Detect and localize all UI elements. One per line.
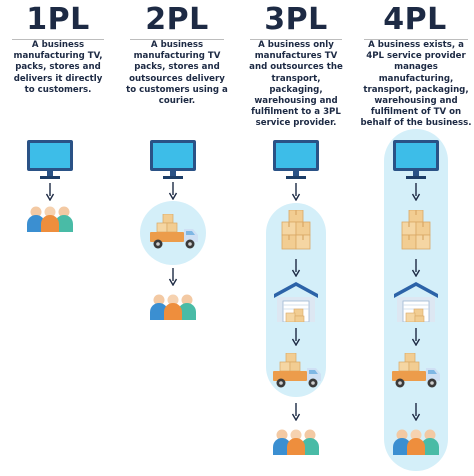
customers-icon: [26, 205, 74, 233]
tv-icon: [393, 140, 439, 180]
arrow-down-icon: [411, 183, 421, 201]
tv-icon: [27, 140, 73, 180]
divider: [250, 39, 342, 40]
warehouse-icon: [394, 282, 438, 322]
warehouse-icon: [274, 282, 318, 322]
delivery-truck-icon: [390, 353, 442, 389]
column-3pl: 3PL A business only manufactures TV and …: [238, 0, 354, 476]
column-title: 2PL: [145, 2, 209, 37]
column-description: A business only manufactures TV and outs…: [249, 40, 343, 129]
arrow-down-icon: [45, 183, 55, 201]
boxes-icon: [400, 210, 432, 250]
delivery-truck-icon: [148, 214, 200, 250]
customers-icon: [149, 293, 197, 321]
arrow-down-icon: [168, 182, 178, 200]
column-description: A business exists, a 4PL service provide…: [360, 40, 472, 129]
column-2pl: 2PL A business manufacturing TV packs, s…: [118, 0, 236, 476]
arrow-down-icon: [411, 328, 421, 346]
column-title: 4PL: [383, 2, 447, 37]
divider: [130, 39, 224, 40]
arrow-down-icon: [411, 259, 421, 277]
arrow-down-icon: [168, 268, 178, 286]
arrow-down-icon: [291, 183, 301, 201]
arrow-down-icon: [291, 328, 301, 346]
column-4pl: 4PL A business exists, a 4PL service pro…: [356, 0, 474, 476]
column-title: 3PL: [264, 2, 328, 37]
delivery-truck-icon: [271, 353, 323, 389]
arrow-down-icon: [291, 403, 301, 421]
column-1pl: 1PL A business manufacturing TV, packs, …: [0, 0, 116, 476]
tv-icon: [150, 140, 196, 180]
boxes-icon: [280, 210, 312, 250]
divider: [12, 39, 104, 40]
column-description: A business manufacturing TV, packs, stor…: [13, 40, 103, 95]
column-description: A business manufacturing TV packs, store…: [126, 40, 228, 107]
column-title: 1PL: [26, 2, 90, 37]
arrow-down-icon: [411, 403, 421, 421]
customers-icon: [392, 428, 440, 456]
arrow-down-icon: [291, 259, 301, 277]
customers-icon: [272, 428, 320, 456]
divider: [364, 39, 468, 40]
tv-icon: [273, 140, 319, 180]
